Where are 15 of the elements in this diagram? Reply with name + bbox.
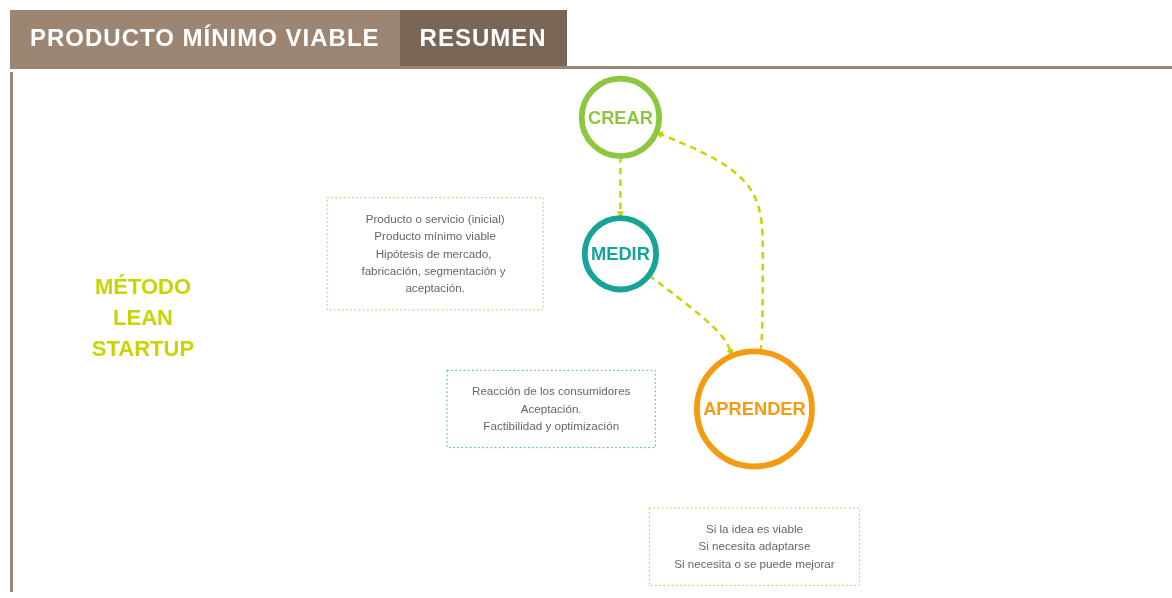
tab-label: RESUMEN [399,10,567,66]
node-label: Aceptación. [520,401,582,416]
node-circle: CREAR [578,75,662,160]
center-label: MÉTODO LEAN STARTUP [90,273,196,363]
node-circle: APRENDER [693,348,815,470]
node-label: Reacción de los consumidores [471,384,631,398]
node-label: Si la idea es viable [705,522,803,536]
node-label: Si necesita o se puede mejorar [673,557,835,571]
node-label: Hipótesis de mercado, fabricación, segmentación y aceptación. [361,246,506,295]
title: PRODUCTO MÍNIMO VIABLE [10,10,400,66]
node-label: Producto o servicio (inicial) [365,211,505,226]
node-label: Factibilidad y optimización [482,419,619,433]
node-label: Producto mínimo viable [374,229,496,243]
node-circle: MEDIR [581,215,659,293]
node-label: Si necesita adaptarse [698,539,811,553]
